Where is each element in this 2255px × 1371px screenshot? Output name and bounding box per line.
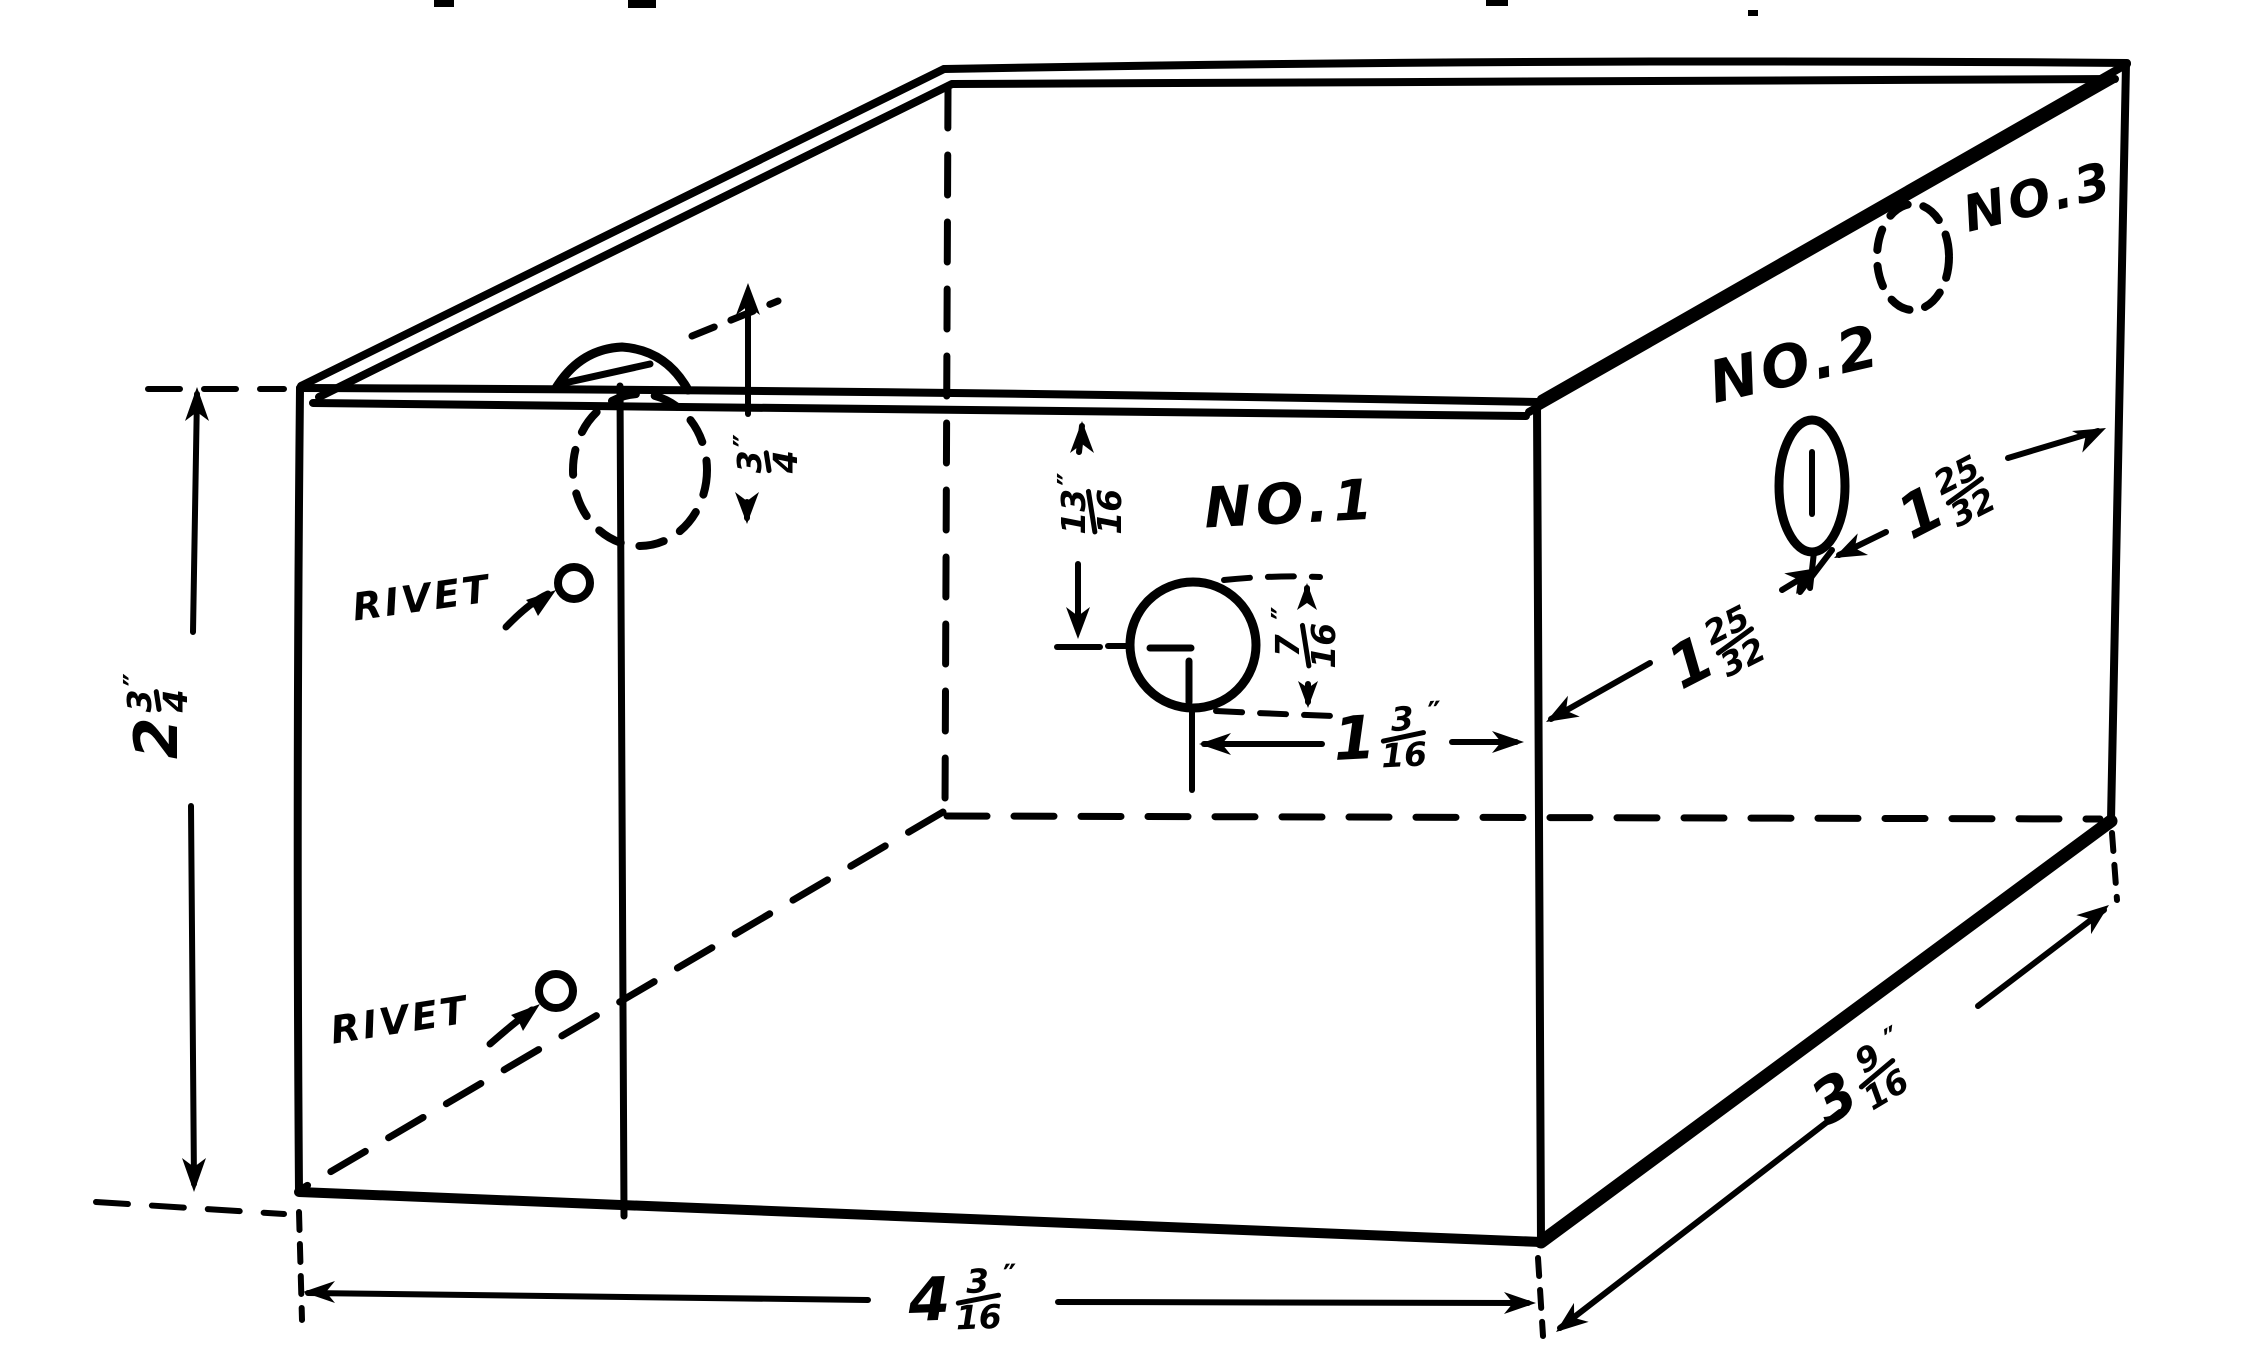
seam-detail-leader-dashes <box>688 297 782 340</box>
front-top-edge-inner <box>309 399 1530 420</box>
dim-box-depth-lines <box>1556 830 2120 1332</box>
arrowhead <box>2071 428 2106 453</box>
arrowhead-right <box>1492 731 1524 753</box>
front-top-edge-outer <box>296 384 1541 406</box>
dim-box-height-lines <box>93 386 287 1217</box>
left-top-edge-inner <box>315 80 956 401</box>
seam-detail-dashed-circle <box>569 390 711 550</box>
box-top-rim <box>296 57 2131 420</box>
arrowhead-down <box>1298 681 1318 708</box>
seam-line <box>616 382 628 1220</box>
rivet-callout-top <box>502 563 594 631</box>
extension-dashes-left <box>296 1209 305 1323</box>
hole-no2-group <box>1774 415 1850 591</box>
extension-dashes-bottom <box>93 1199 287 1217</box>
seam-hump-lap-line <box>556 360 654 388</box>
dim-seam-lap-lines <box>735 283 760 524</box>
hidden-bottom-back-horizontal <box>943 812 2104 823</box>
front-left-edge <box>293 384 304 1196</box>
back-top-edge-outer <box>940 57 2131 73</box>
hole-no1-bottom-ref-dashes <box>1213 708 1337 719</box>
box-bottom-edges <box>294 814 2118 1249</box>
hidden-back-left-vertical <box>941 84 952 814</box>
dim-boundary-tick <box>1797 547 1835 595</box>
arrowhead-up <box>736 283 760 315</box>
right-top-edge-outer <box>1537 60 2131 403</box>
arrowhead-down <box>735 492 759 524</box>
rivet-callout-bottom <box>486 970 577 1048</box>
right-top-edge-inner <box>1525 75 2118 416</box>
left-top-edge-outer <box>297 65 948 390</box>
rivet-head-circle <box>554 563 594 603</box>
arrowhead-up <box>185 387 209 421</box>
hole-no3-dashed-oval <box>1873 200 1953 314</box>
back-top-edge-inner <box>949 75 2119 88</box>
front-bottom-edge <box>294 1187 1546 1247</box>
dim-hole2-from-front-lines <box>1546 547 1835 722</box>
rivet-head-circle <box>535 970 577 1012</box>
right-bottom-edge <box>1534 814 2118 1249</box>
arrowhead-down <box>1066 607 1090 639</box>
arrowhead-right <box>1504 1292 1536 1314</box>
box-vertical-edges <box>293 60 2130 1246</box>
arrowhead <box>511 1004 540 1031</box>
arrowhead <box>526 590 556 616</box>
arrowhead-up <box>1070 421 1094 453</box>
dim-box-width-lines <box>296 1209 1546 1339</box>
extension-dashes-right <box>1535 1255 1546 1339</box>
dim-hole1-from-top-lines <box>1054 421 1131 650</box>
dim-hole3-from-hole2-lines <box>1834 428 2106 558</box>
hole-no1-label: NO.1 <box>1202 467 1380 542</box>
extension-dashes-back <box>2109 830 2120 903</box>
hole-no1-top-ref-dashes <box>1221 573 1323 583</box>
seam-group <box>551 297 782 1220</box>
dim-hole1-drop-lines <box>1297 583 1318 708</box>
page-specks <box>434 0 1758 16</box>
arrowhead <box>1556 1302 1589 1332</box>
arrowhead-down <box>182 1158 206 1192</box>
back-right-edge <box>2107 60 2130 824</box>
dim-hole1-from-edge-lines <box>1199 731 1524 755</box>
front-right-edge <box>1533 400 1545 1246</box>
seam-rivet-hump <box>551 342 693 395</box>
